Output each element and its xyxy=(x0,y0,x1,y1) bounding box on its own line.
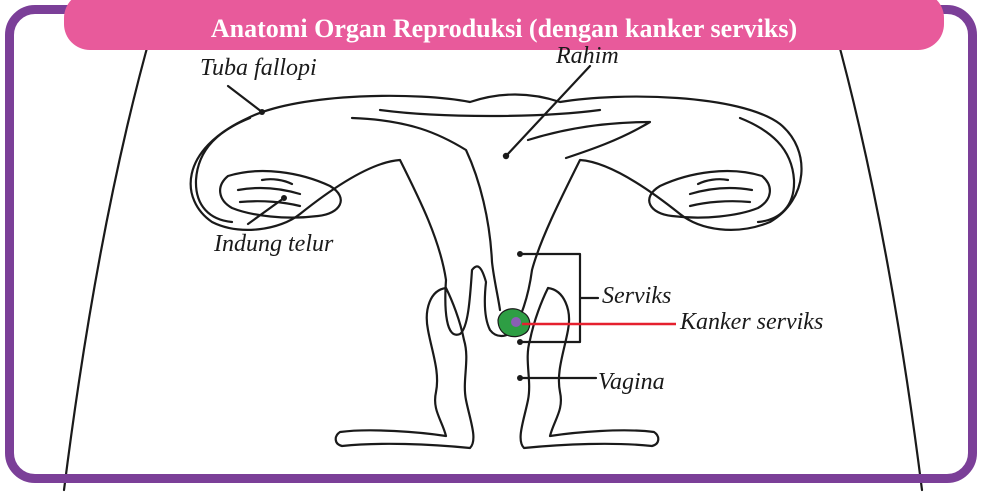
page-title: Anatomi Organ Reproduksi (dengan kanker … xyxy=(64,14,944,44)
title-banner: Anatomi Organ Reproduksi (dengan kanker … xyxy=(64,0,944,50)
label-vagina: Vagina xyxy=(598,370,665,394)
label-tuba-fallopi: Tuba fallopi xyxy=(200,56,317,80)
content-frame: Anatomi Organ Reproduksi (dengan kanker … xyxy=(5,5,977,483)
label-indung-telur: Indung telur xyxy=(214,232,333,256)
label-serviks: Serviks xyxy=(602,284,671,308)
label-rahim: Rahim xyxy=(556,44,619,68)
label-kanker-serviks: Kanker serviks xyxy=(680,310,823,334)
